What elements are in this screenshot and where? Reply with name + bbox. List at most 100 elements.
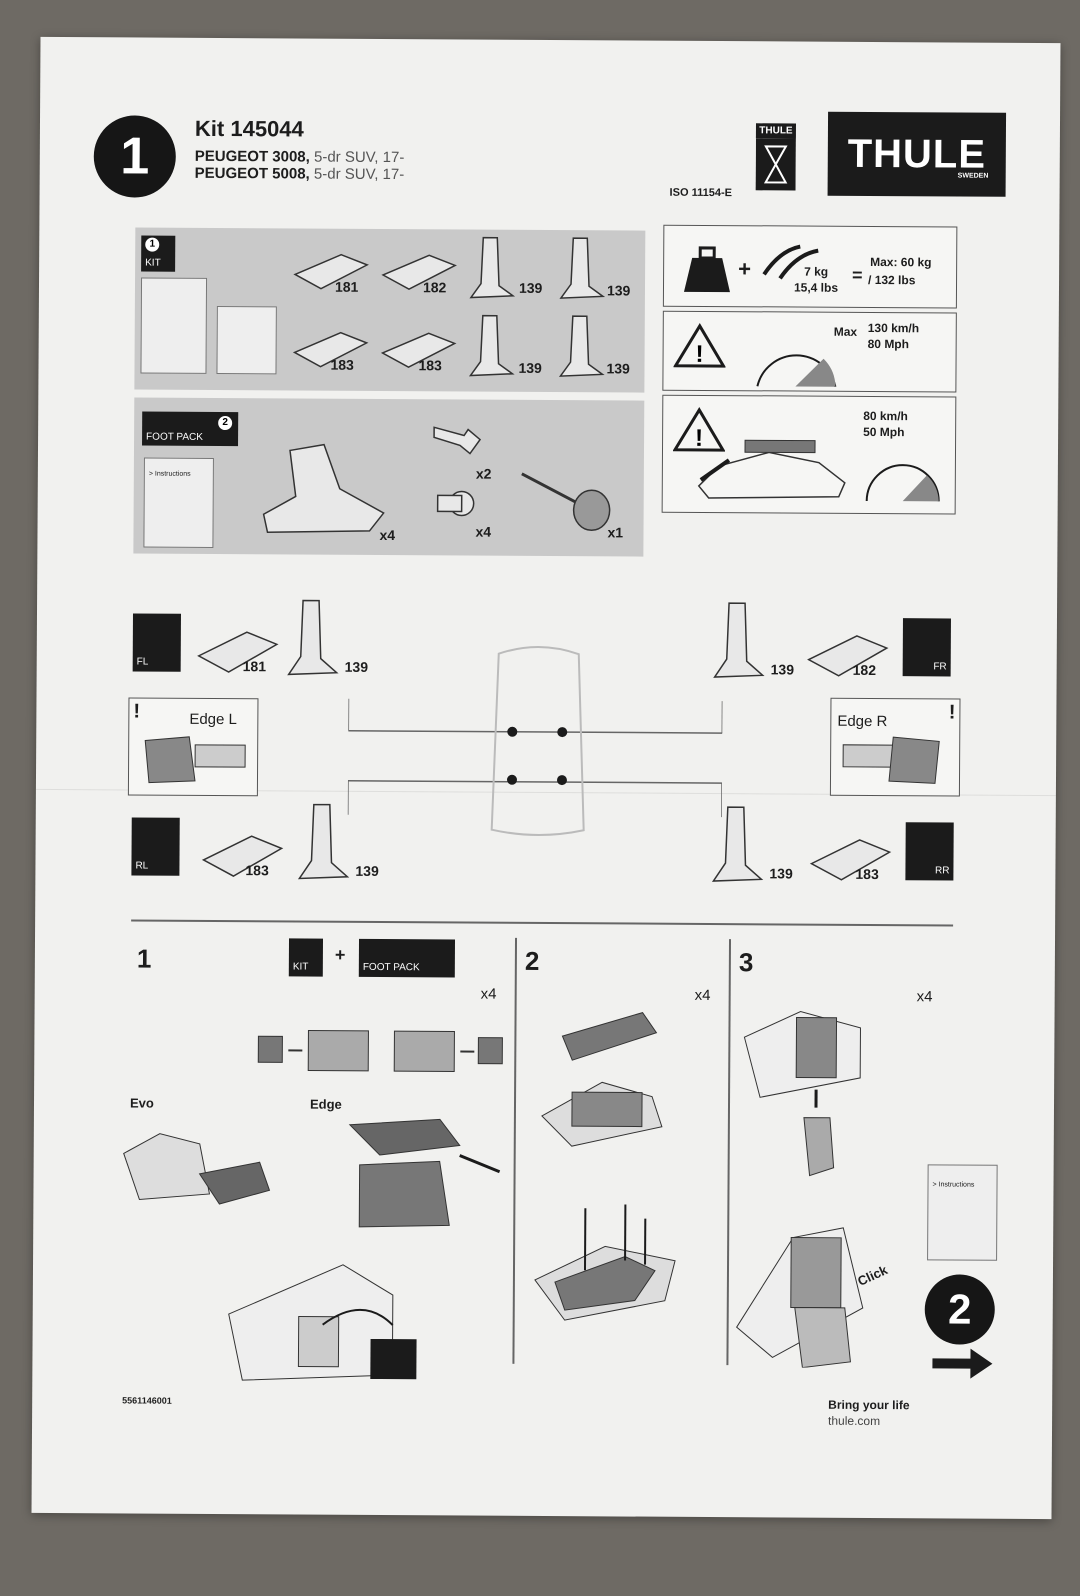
foot-quantity: x4 — [379, 526, 396, 544]
plus-sign: + — [334, 944, 346, 965]
bracket-icon — [469, 236, 516, 299]
bar-weight-kg: 7 kg — [804, 264, 829, 279]
edge-right-box: ! Edge R — [829, 697, 961, 797]
evo-foot-diagram — [123, 1133, 271, 1205]
section-divider — [131, 919, 954, 926]
edge-left-box: ! Edge L — [127, 697, 259, 797]
loaded-speed-box: ! 80 km/h 50 Mph — [661, 394, 957, 515]
kit-tag-label: KIT — [292, 961, 309, 973]
foot-tag-number: 2 — [218, 415, 233, 431]
part-number: 139 — [606, 282, 631, 299]
position-label: RR — [934, 865, 950, 877]
part-number: 183 — [855, 865, 879, 883]
bar-weight-lbs: 15,4 lbs — [793, 280, 839, 295]
model-make: PEUGEOT 3008, — [194, 147, 310, 166]
part-number: 182 — [422, 279, 447, 296]
foot-pack-tag: 2 FOOT PACK — [142, 411, 239, 447]
max-load-lbs: / 132 lbs — [868, 272, 916, 288]
next-booklet-thumbnail: > Instructions — [927, 1164, 998, 1261]
warning-icon: ! — [672, 407, 726, 452]
cert-label: THULE — [755, 123, 797, 139]
position-tag-fr: FR — [902, 618, 951, 677]
bracket-icon — [468, 314, 515, 377]
step-badge: 1 — [93, 115, 177, 198]
logo-text: THULE — [847, 131, 987, 177]
edge-label: Edge — [309, 1096, 342, 1112]
max-speed-box: ! Max 130 km/h 80 Mph — [662, 310, 957, 393]
bracket-click-diagram — [735, 1227, 864, 1369]
part-number: 182 — [852, 661, 877, 679]
kit-tag: 1 KIT — [141, 235, 176, 272]
step-quantity: x4 — [694, 986, 711, 1005]
next-arrow-icon — [932, 1348, 993, 1379]
loaded-speed-kmh: 80 km/h — [863, 408, 908, 424]
part-number: 181 — [334, 278, 359, 295]
pad-icon — [197, 631, 279, 673]
position-tag-rl: RL — [131, 817, 180, 876]
key-icon — [433, 426, 482, 455]
bracket-mount-diagram — [743, 1011, 861, 1177]
instruction-sheet: 1 Kit 145044 PEUGEOT 3008, 5-dr SUV, 17-… — [31, 36, 1061, 1520]
speedometer-icon — [756, 354, 837, 387]
bracket-icon — [287, 599, 339, 676]
load-capacity-box: + 7 kg 15,4 lbs = Max: 60 kg / 132 lbs — [662, 224, 958, 309]
kit-tag: KIT — [288, 938, 324, 977]
key-quantity: x2 — [475, 465, 492, 482]
step-number: 1 — [136, 943, 152, 974]
step-number: 3 — [738, 947, 754, 978]
document-code: 5561146001 — [122, 1395, 172, 1406]
model-desc: 5-dr SUV, 17- — [309, 148, 405, 167]
kit-number: Kit 145044 — [194, 115, 304, 142]
booklet-label: > Instructions — [932, 1181, 975, 1189]
part-number: 139 — [770, 661, 795, 678]
next-step-badge: 2 — [924, 1274, 995, 1345]
part-number: 139 — [518, 359, 542, 376]
bracket-icon — [559, 237, 606, 299]
speed-kmh: 130 km/h — [867, 320, 920, 336]
warning-icon: ! — [673, 323, 726, 368]
foot-pack-panel: 2 FOOT PACK > Instructions x4 x2 x4 x1 — [133, 397, 645, 557]
kit-booklet-thumbnail — [140, 277, 208, 374]
bracket-icon — [297, 803, 350, 880]
position-label: FR — [933, 661, 947, 673]
pad-insert-diagram — [541, 1012, 663, 1147]
part-number: 139 — [355, 862, 379, 879]
pad-press-diagram — [534, 1204, 676, 1321]
part-number: 139 — [518, 279, 543, 296]
part-number: 183 — [418, 357, 442, 374]
step-quantity: x4 — [480, 985, 497, 1003]
foot-disassembly-diagram — [257, 1030, 503, 1072]
booklet-label: > Instructions — [148, 470, 191, 478]
edge-foot-diagram — [348, 1118, 501, 1228]
part-number: 139 — [769, 865, 793, 882]
position-label: FL — [136, 656, 149, 668]
certification-badge: THULE — [755, 123, 797, 201]
kit-contents-panel: 1 KIT 181 182 139 139 183 183 139 139 — [134, 227, 646, 393]
car-position-thumbnail — [216, 305, 277, 375]
lock-quantity: x4 — [475, 523, 492, 540]
lock-cylinder-icon — [436, 490, 475, 517]
pad-icon — [809, 839, 892, 881]
edge-foot-icon — [144, 736, 246, 784]
slogan: Bring your life — [828, 1397, 910, 1413]
step-quantity: x4 — [916, 988, 933, 1006]
pad-icon — [381, 254, 457, 291]
weight-icon — [683, 246, 730, 293]
model-desc: 5-dr SUV, 17- — [309, 165, 405, 184]
bracket-icon — [558, 315, 605, 377]
speedometer-icon — [865, 464, 940, 502]
pad-icon — [380, 332, 457, 369]
equals-sign: = — [852, 264, 863, 285]
website: thule.com — [828, 1413, 881, 1429]
loaded-speed-mph: 50 Mph — [863, 424, 905, 440]
edge-left-label: Edge L — [189, 710, 237, 729]
foot-tag-label: FOOT PACK — [146, 431, 203, 443]
speed-max-label: Max — [833, 324, 858, 339]
torque-tool-icon — [521, 472, 611, 532]
evo-label: Evo — [129, 1095, 154, 1111]
position-thumbnail — [370, 1338, 417, 1380]
pad-icon — [201, 835, 284, 877]
attention-mark: ! — [133, 700, 141, 723]
position-label: RL — [135, 860, 149, 872]
bracket-icon — [713, 602, 765, 678]
